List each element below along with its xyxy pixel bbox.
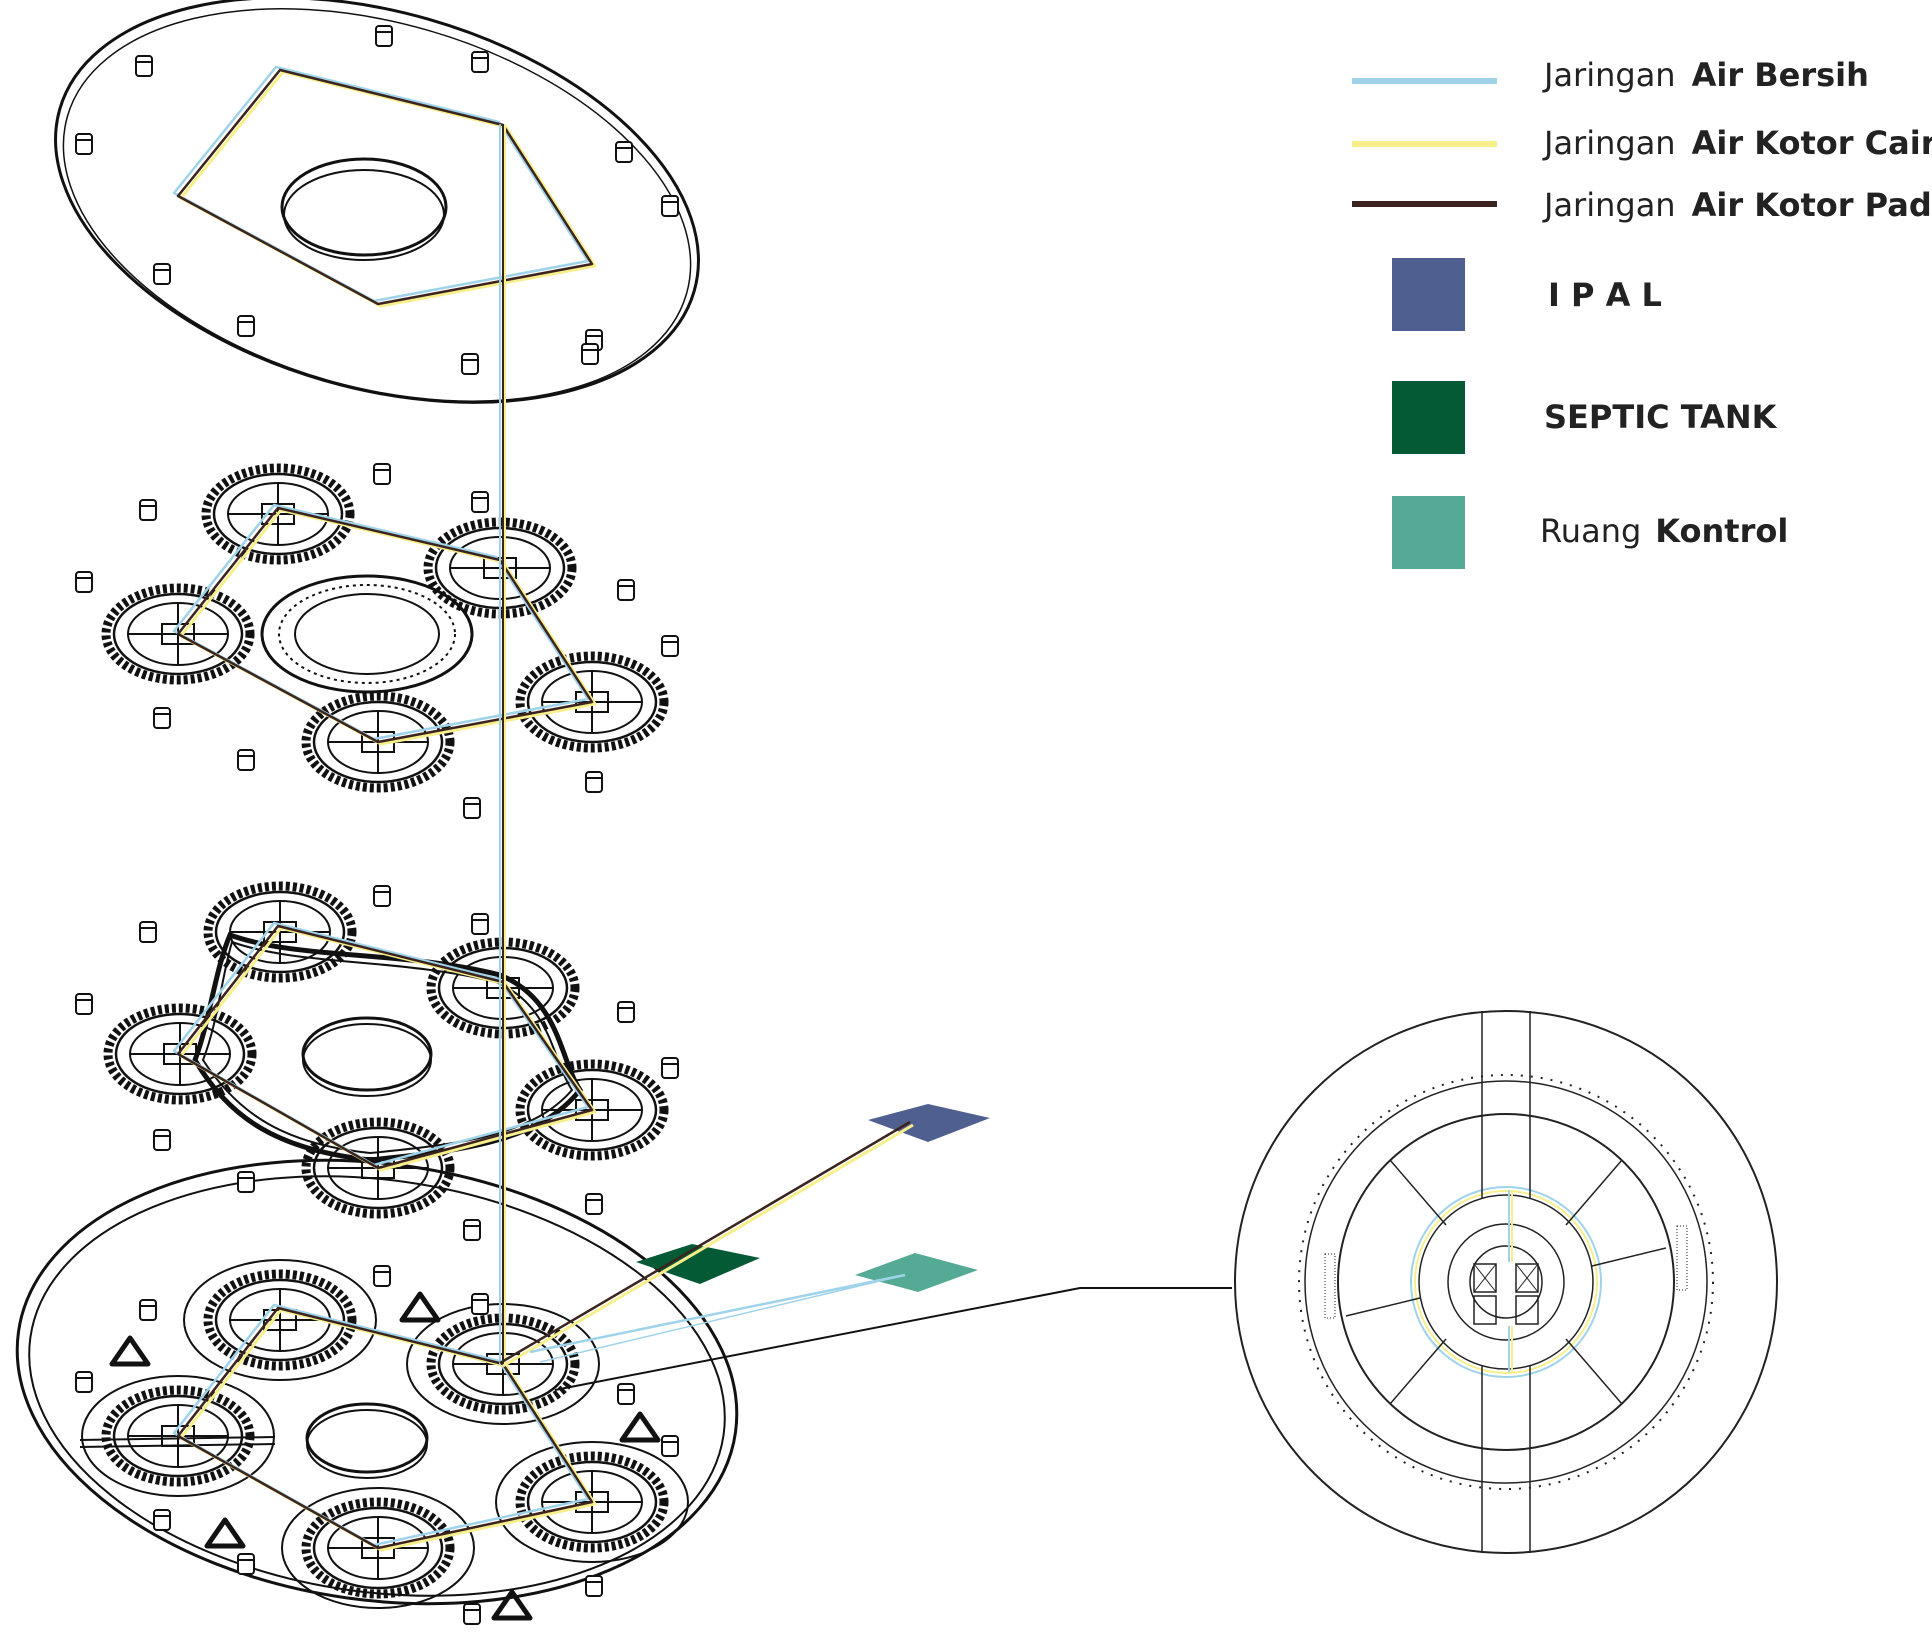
column-block [585, 771, 603, 793]
column-block [661, 635, 679, 657]
column-block [617, 1001, 635, 1023]
column-block [153, 263, 171, 285]
pipe-ring [176, 68, 594, 306]
column-block [75, 1371, 93, 1393]
column-block [153, 1509, 171, 1531]
planter-triangle [619, 1411, 661, 1443]
column-block [661, 1057, 679, 1079]
column-block [153, 1129, 171, 1151]
tank-unit [301, 1117, 455, 1219]
control-room-plate [855, 1253, 978, 1292]
pipe-ring [176, 1306, 594, 1550]
legend-line-air-kotor-cair [1352, 141, 1497, 147]
tank-unit [301, 691, 455, 793]
basement-level [15, 1158, 739, 1606]
column-block [471, 1293, 489, 1315]
column-block [139, 499, 157, 521]
legend-label-air-kotor-padat: Jaringan Air Kotor Padat [1544, 186, 1932, 224]
column-block [373, 463, 391, 485]
legend-prefix: Jaringan [1544, 56, 1676, 94]
legend-prefix: Jaringan [1544, 124, 1676, 162]
tank-unit [203, 1269, 357, 1371]
pipe-ring [176, 506, 594, 744]
column-block [617, 579, 635, 601]
column-block [661, 195, 679, 217]
legend-name: Kontrol [1655, 512, 1789, 550]
ipal-plate [868, 1104, 990, 1142]
legend-label-air-bersih: Jaringan Air Bersih [1544, 56, 1869, 94]
legend-line-air-bersih [1352, 78, 1497, 84]
column-block [135, 55, 153, 77]
tank-unit [203, 881, 357, 983]
column-block [237, 1171, 255, 1193]
legend-label-ruang-kontrol: Ruang Kontrol [1540, 512, 1788, 550]
column-block [75, 993, 93, 1015]
pipe-ring [172, 921, 590, 1167]
column-block [237, 315, 255, 337]
column-block [153, 707, 171, 729]
column-block [581, 343, 599, 365]
column-block [463, 1603, 481, 1625]
column-block [139, 1299, 157, 1321]
column-block [471, 51, 489, 73]
treatment-plates [499, 1104, 1232, 1391]
pipe-ring [176, 924, 594, 1170]
column-block [585, 1193, 603, 1215]
column-blocks [75, 25, 679, 1625]
septic-tank-plate [636, 1244, 760, 1284]
column-block [463, 1219, 481, 1241]
legend-swatch-ruang-kontrol [1392, 496, 1465, 569]
planter-triangle [399, 1291, 441, 1323]
column-block [661, 1435, 679, 1457]
pipe-ring [172, 503, 590, 741]
pipe-ring [172, 1303, 590, 1547]
legend-prefix: Ruang [1540, 512, 1642, 550]
tank-ring [183, 1259, 377, 1381]
legend-name: Air Bersih [1691, 56, 1869, 94]
planter-triangle [109, 1335, 151, 1367]
tank-unit [101, 583, 255, 685]
legend-name: Air Kotor Cair [1691, 124, 1932, 162]
detail-plan [1234, 1010, 1778, 1554]
column-block [237, 1553, 255, 1575]
column-block [75, 133, 93, 155]
tank-unit [301, 1497, 455, 1599]
column-block [471, 913, 489, 935]
planter-triangle [491, 1589, 533, 1621]
legend-name: Air Kotor Padat [1691, 186, 1932, 224]
legend-swatch-ipal [1392, 258, 1465, 331]
column-block [75, 571, 93, 593]
column-block [375, 25, 393, 47]
column-block [617, 1383, 635, 1405]
column-block [615, 141, 633, 163]
tank-unit [515, 651, 669, 753]
legend-line-air-kotor-padat [1352, 201, 1497, 207]
column-block [237, 749, 255, 771]
level-2 [260, 574, 474, 694]
legend-swatch-septic-tank [1392, 381, 1465, 454]
column-block [471, 491, 489, 513]
legend-label-ipal: I P A L [1548, 276, 1662, 314]
triangular-planters [109, 1291, 661, 1621]
tank-unit [103, 1003, 257, 1105]
tank-ring [281, 1487, 475, 1609]
pipe-ring [179, 508, 597, 746]
planter-triangle [204, 1517, 246, 1549]
tank-units [81, 463, 689, 1609]
column-block [373, 885, 391, 907]
tank-ring [81, 1375, 275, 1497]
column-block [585, 1575, 603, 1597]
column-block [461, 353, 479, 375]
tank-ring [495, 1441, 689, 1563]
tank-unit [101, 1385, 255, 1487]
legend-prefix: Jaringan [1544, 186, 1676, 224]
column-block [463, 797, 481, 819]
pipe-ring [172, 65, 590, 303]
legend-label-septic-tank: SEPTIC TANK [1544, 398, 1777, 436]
roof-level [54, 0, 700, 404]
column-block [373, 1265, 391, 1287]
legend-label-air-kotor-cair: Jaringan Air Kotor Cair [1544, 124, 1932, 162]
column-block [139, 921, 157, 943]
